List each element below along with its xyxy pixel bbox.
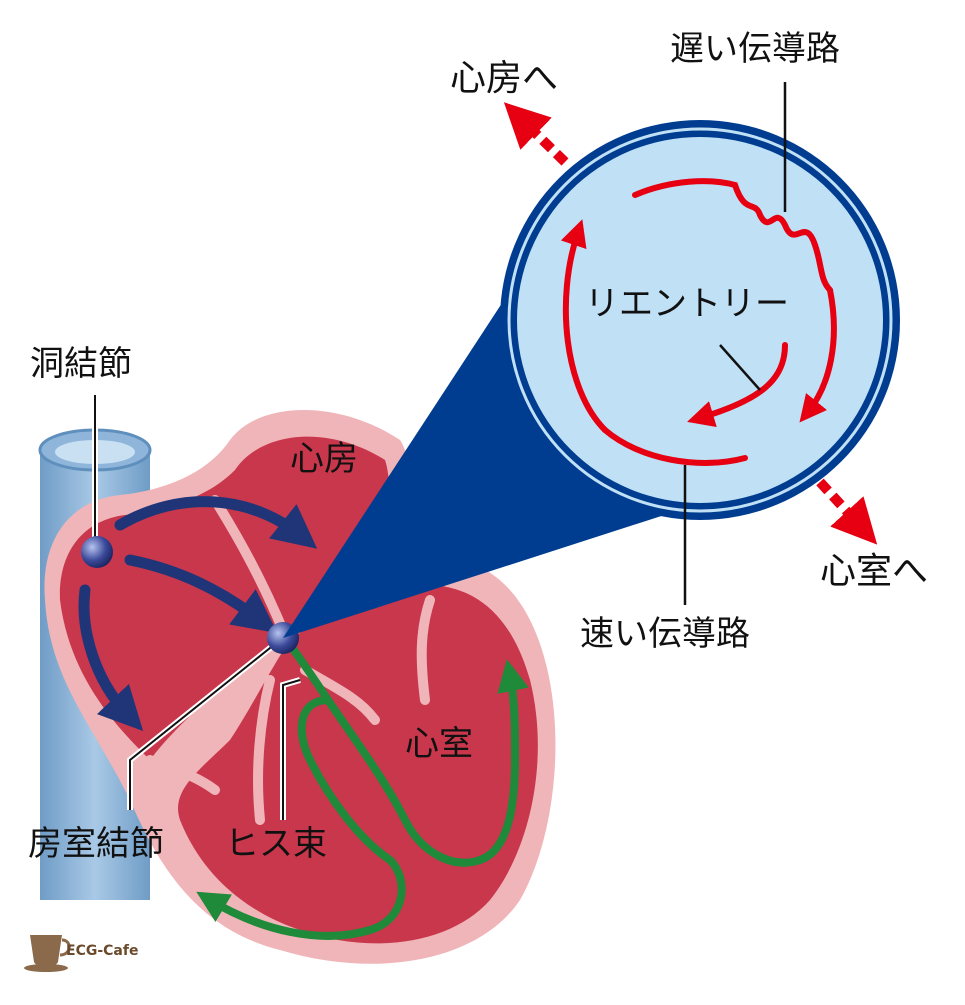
slow-pathway-label: 遅い伝導路 — [670, 29, 840, 69]
atrium-label: 心房 — [290, 439, 358, 479]
arrow-to-atrium — [114, 496, 318, 549]
zoom-leader-lines — [683, 82, 787, 605]
right-bundle-branch — [196, 696, 406, 940]
reentry-inner-arrow — [687, 342, 788, 428]
reentry-label: リエントリー — [585, 284, 789, 324]
to-ventricle-label: 心室へ — [820, 551, 928, 592]
slow-pathway-line — [632, 178, 833, 293]
sinus-node-label: 洞結節 — [30, 344, 132, 384]
logo-text: ECG-Cafe — [66, 943, 138, 959]
av-node-label: 房室結節 — [28, 824, 164, 864]
sinus-node — [81, 536, 113, 568]
reentry-paths — [560, 178, 837, 466]
bundle-branches — [196, 641, 529, 940]
left-ascending-arrow — [560, 219, 608, 433]
fast-pathway-label: 速い伝導路 — [580, 614, 750, 654]
arrow-down-atrium — [78, 584, 144, 732]
to-atrium-label: 心房へ — [450, 58, 558, 99]
conduction-arrows — [78, 496, 318, 732]
arrow-to-av-node — [124, 554, 278, 634]
cup-icon — [30, 935, 62, 967]
exit-arrows — [503, 102, 878, 545]
ventricle-label: 心室 — [405, 724, 473, 764]
left-bundle-branch — [324, 659, 529, 867]
arrow-to-atrium-exit — [503, 102, 569, 166]
right-descending-arrow — [799, 287, 837, 423]
leader-lines-dark — [94, 395, 301, 820]
ventricle-chamber — [178, 584, 538, 944]
arrow-to-ventricle-exit — [816, 478, 878, 545]
ecg-cafe-logo: ECG-Cafe — [24, 935, 138, 972]
his-bundle-path — [286, 641, 332, 704]
fast-pathway-line — [602, 427, 748, 466]
his-bundle-label: ヒス束 — [225, 824, 327, 864]
